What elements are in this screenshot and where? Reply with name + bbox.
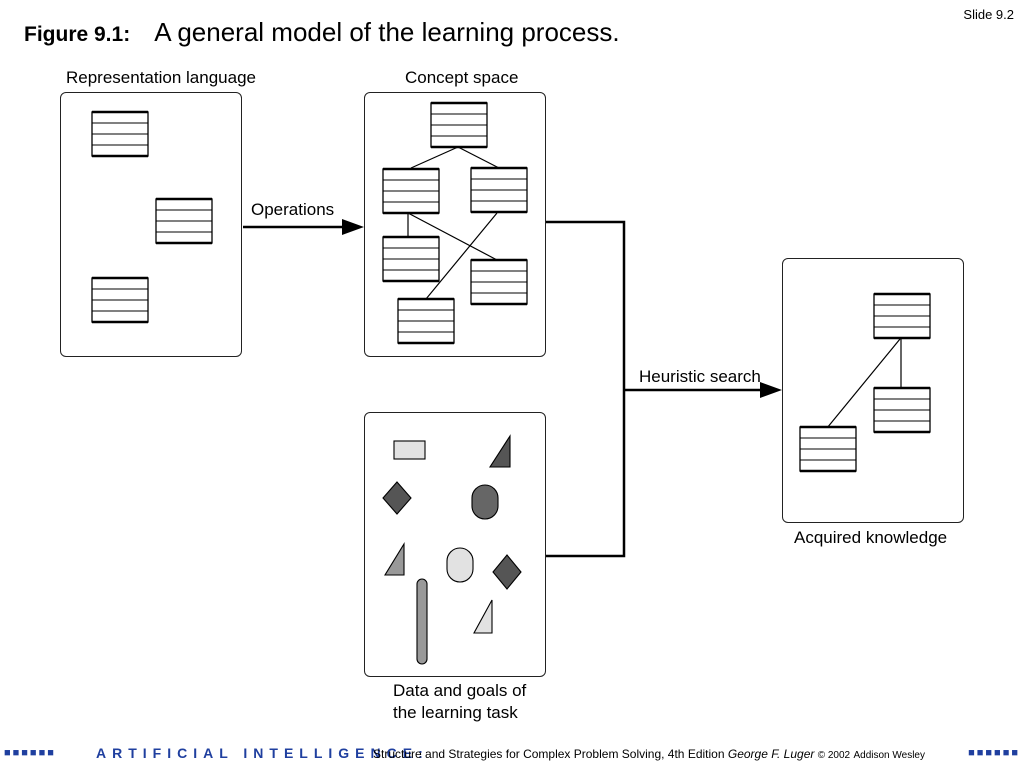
footer-squares-right: ■■■■■■ (968, 747, 1020, 759)
representation-language-label: Representation language (66, 68, 256, 87)
record-icon (872, 292, 932, 340)
triangle-icon (488, 434, 511, 468)
record-icon (381, 167, 441, 215)
record-icon (381, 235, 441, 283)
record-icon (469, 166, 529, 214)
figure-caption: A general model of the learning process. (154, 17, 620, 47)
acquired-knowledge-panel (782, 258, 964, 523)
slide-number: Slide 9.2 (963, 7, 1014, 22)
data-goals-label-line1: Data and goals of (393, 681, 527, 700)
footer-book: Structure and Strategies for Complex Pro… (373, 747, 925, 761)
figure-number: Figure 9.1: (24, 23, 131, 46)
record-icon (798, 425, 858, 473)
operations-label: Operations (251, 200, 335, 219)
oval-icon (446, 547, 474, 583)
concept-space-label: Concept space (405, 68, 519, 87)
acquired-knowledge-label: Acquired knowledge (794, 528, 948, 547)
footer: ■■■■■■ ARTIFICIAL INTELLIGENCE: Structur… (0, 745, 1024, 765)
page-title: Figure 9.1: A general model of the learni… (24, 17, 620, 48)
record-icon (90, 276, 150, 324)
triangle-icon (473, 599, 493, 634)
concept-space-links (407, 146, 500, 300)
footer-copyright: © 2002 (817, 750, 851, 761)
footer-squares-left: ■■■■■■ (4, 747, 56, 759)
diamond-icon (382, 481, 412, 515)
rectangle-icon (393, 440, 426, 460)
record-icon (429, 101, 489, 149)
bar-icon (416, 578, 428, 665)
footer-ai-title: ARTIFICIAL INTELLIGENCE: (96, 745, 429, 761)
triangle-icon (384, 542, 405, 576)
record-icon (469, 258, 529, 306)
record-icon (872, 386, 932, 434)
data-goals-label-line2: the learning task (393, 703, 518, 722)
merge-connector (546, 220, 765, 558)
oval-icon (471, 484, 499, 520)
acquired-knowledge-links (826, 338, 902, 429)
heuristic-search-label: Heuristic search (639, 367, 761, 386)
diamond-icon (492, 554, 522, 590)
footer-publisher: Addison Wesley (853, 750, 925, 761)
record-icon (154, 197, 214, 245)
footer-author: George F. Luger (727, 747, 815, 761)
record-icon (396, 297, 456, 345)
record-icon (90, 110, 150, 158)
operations-arrow-icon (243, 219, 364, 235)
footer-book-title: Structure and Strategies for Complex Pro… (373, 747, 725, 761)
heuristic-search-arrow-icon (760, 382, 782, 398)
